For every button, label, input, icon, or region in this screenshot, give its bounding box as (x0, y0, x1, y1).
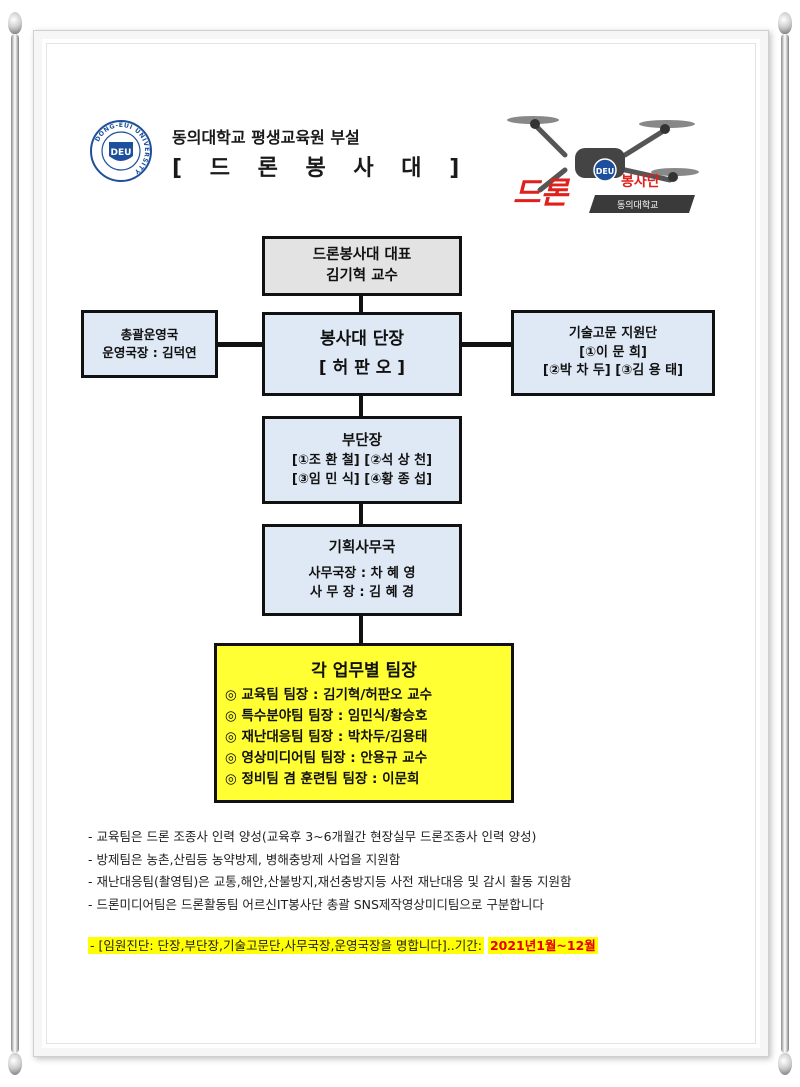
header-title: [ 드 론 봉 사 대 ] (172, 156, 470, 181)
note-item: - 드론미디어팀은 드론활동팀 어르신IT봉사단 총괄 SNS제작영상미디팀으로… (88, 896, 544, 912)
note-item: - 방제팀은 농촌,산림등 농약방제, 병해충방제 사업을 지원함 (88, 851, 401, 867)
connector-leader-vice (359, 395, 363, 417)
team-leader-item: ◎ 교육팀 팀장 : 김기혁/허판오 교수 (225, 687, 433, 703)
representative-box: 드론봉사대 대표 김기혁 교수 (262, 236, 462, 296)
connector-vice-planning (359, 502, 363, 526)
scroll-rod-right (774, 10, 796, 1077)
representative-name: 김기혁 교수 (326, 268, 398, 284)
tech-advisor-box: 기술고문 지원단 [①이 문 희] [②박 차 두] [③김 용 태] (511, 310, 715, 396)
team-leader-item: ◎ 특수분야팀 팀장 : 임민식/황승호 (225, 708, 428, 724)
scroll-rod-left (4, 10, 26, 1077)
svg-text:DEU: DEU (111, 148, 132, 158)
connector-planning-teams (359, 615, 363, 645)
general-ops-title: 총괄운영국 (120, 326, 179, 342)
vice-leader-box: 부단장 [①조 환 철] [②석 상 천] [③임 민 식] [④황 종 섭] (262, 416, 462, 504)
svg-text:DEU: DEU (596, 167, 615, 176)
tech-advisor-line2: [②박 차 두] [③김 용 태] (542, 363, 684, 379)
connector-left (216, 342, 263, 347)
header-subtitle: 동의대학교 평생교육원 부설 (172, 128, 360, 147)
team-leader-item: ◎ 정비팀 겸 훈련팀 팀장 : 이문희 (225, 771, 420, 787)
notes-list: - 교육팀은 드론 조종사 인력 양성(교육후 3~6개월간 현장실무 드론조종… (88, 826, 571, 916)
vice-leader-line1: [①조 환 철] [②석 상 천] (291, 452, 433, 468)
tech-advisor-title: 기술고문 지원단 (568, 325, 658, 341)
vice-leader-title: 부단장 (341, 432, 383, 449)
leader-name: [ 허 판 오 ] (318, 358, 406, 378)
planning-box: 기획사무국 사무국장 : 차 혜 영 사 무 장 : 김 혜 경 (262, 524, 462, 616)
tech-advisor-line1: [①이 문 희] (579, 344, 647, 360)
leader-box: 봉사대 단장 [ 허 판 오 ] (262, 312, 462, 396)
svg-text:봉사단: 봉사단 (621, 173, 660, 190)
general-ops-name: 운영국장 : 김덕연 (102, 345, 197, 360)
svg-text:동의대학교: 동의대학교 (617, 200, 658, 211)
planning-line1: 사무국장 : 차 혜 영 (308, 565, 416, 581)
team-leader-item: ◎ 영상미디어팀 팀장 : 안용규 교수 (225, 750, 428, 766)
drone-brand-logo: DEU 드론 봉사단 동의대학교 (507, 116, 699, 213)
executive-note: - [임원진단: 단장,부단장,기술고문단,사무국장,운영국장을 명합니다]..… (88, 935, 598, 954)
team-leaders-title: 각 업무별 팀장 (311, 661, 417, 681)
team-leader-item: ◎ 재난대응팀 팀장 : 박차두/김용태 (225, 729, 428, 745)
connector-vertical-top (359, 295, 363, 313)
planning-title: 기획사무국 (328, 539, 396, 556)
executive-note-text: - [임원진단: 단장,부단장,기술고문단,사무국장,운영국장을 명합니다]..… (88, 937, 484, 954)
executive-period: 2021년1월~12월 (487, 937, 598, 954)
connector-right (461, 342, 513, 347)
leader-title: 봉사대 단장 (319, 329, 405, 350)
note-item: - 교육팀은 드론 조종사 인력 양성(교육후 3~6개월간 현장실무 드론조종… (88, 829, 537, 844)
note-item: - 재난대응팀(촬영팀)은 교통,해안,산불방지,재선충방지등 사전 재난대응 … (88, 874, 572, 889)
university-logo-icon: DONG-EUI UNIVERSITY DEU (90, 120, 152, 182)
vice-leader-line2: [③임 민 식] [④황 종 섭] (291, 471, 433, 487)
general-ops-box: 총괄운영국 운영국장 : 김덕연 (81, 310, 218, 378)
representative-title: 드론봉사대 대표 (312, 246, 412, 263)
team-leaders-box: 각 업무별 팀장 ◎ 교육팀 팀장 : 김기혁/허판오 교수 ◎ 특수분야팀 팀… (214, 643, 514, 803)
svg-text:드론: 드론 (513, 176, 571, 211)
planning-line2: 사 무 장 : 김 혜 경 (309, 584, 415, 600)
